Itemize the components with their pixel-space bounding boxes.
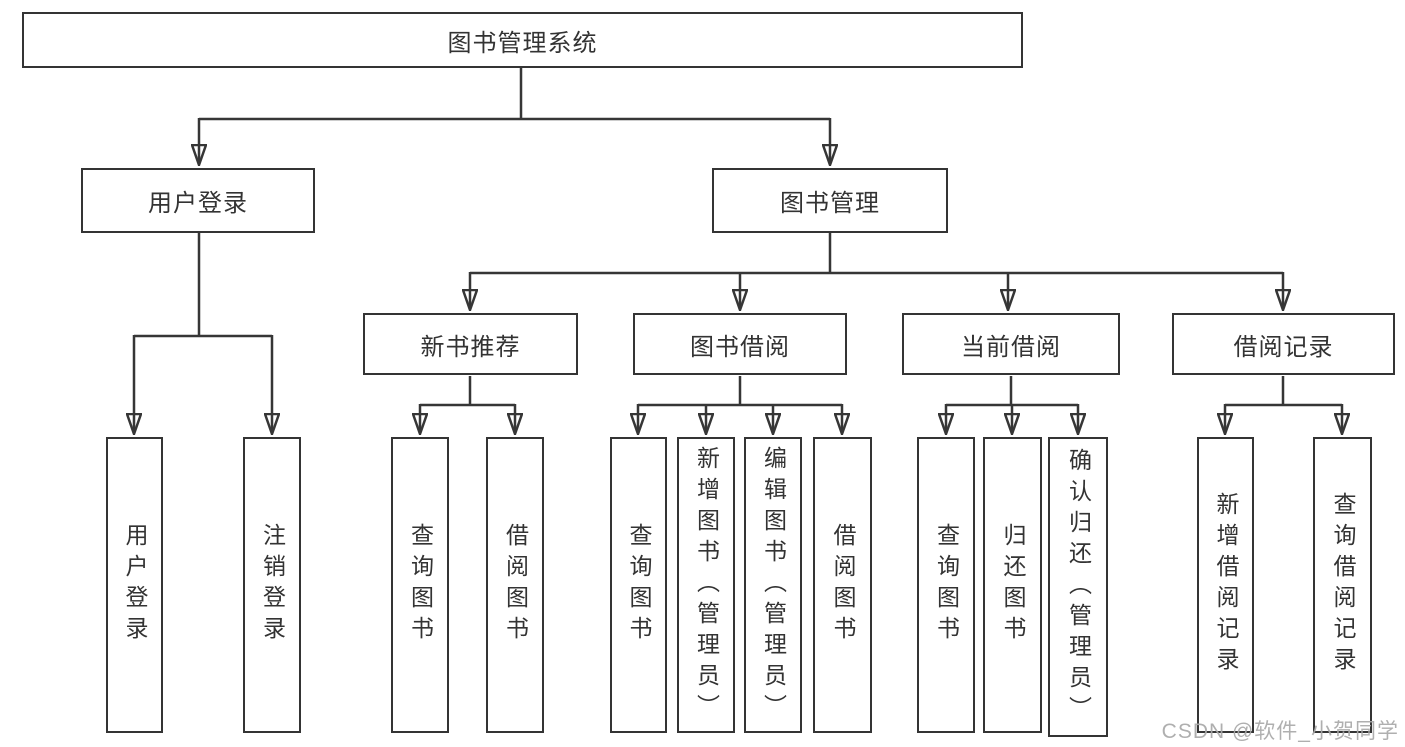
leaf-borrow-books-recommend-label: 借阅图书 bbox=[502, 523, 529, 647]
csdn-watermark: CSDN @软件_小贺同学 bbox=[1161, 720, 1399, 743]
node-current-borrow: 当前借阅 bbox=[902, 313, 1120, 375]
leaf-add-borrow-record-label: 新增借阅记录 bbox=[1213, 492, 1239, 678]
node-book-borrow: 图书借阅 bbox=[633, 313, 847, 375]
leaf-query-books-borrow: 查询图书 bbox=[610, 437, 667, 733]
connector-book-borrow bbox=[638, 376, 842, 407]
node-user-login-label: 用户登录 bbox=[148, 190, 248, 217]
node-root-label: 图书管理系统 bbox=[447, 29, 598, 57]
connector-root bbox=[199, 68, 830, 121]
node-book-management: 图书管理 bbox=[712, 168, 948, 233]
leaf-query-books-current: 查询图书 bbox=[917, 437, 975, 733]
leaf-edit-book-admin-label: 编辑图书（管理员） bbox=[760, 445, 787, 725]
node-current-borrow-label: 当前借阅 bbox=[961, 333, 1061, 361]
leaf-return-books: 归还图书 bbox=[983, 437, 1042, 733]
node-user-login: 用户登录 bbox=[81, 168, 315, 233]
leaf-logout: 注销登录 bbox=[243, 437, 301, 733]
node-borrow-records: 借阅记录 bbox=[1172, 313, 1395, 375]
node-new-book-recommend: 新书推荐 bbox=[363, 313, 578, 375]
leaf-query-books-recommend-label: 查询图书 bbox=[407, 523, 434, 647]
leaf-confirm-return-admin: 确认归还（管理员） bbox=[1048, 437, 1108, 737]
connector-borrow-records bbox=[1225, 376, 1342, 407]
connector-book-management bbox=[470, 233, 1283, 275]
leaf-query-borrow-record: 查询借阅记录 bbox=[1313, 437, 1372, 733]
connector-new-book bbox=[420, 376, 515, 407]
node-borrow-records-label: 借阅记录 bbox=[1233, 333, 1334, 361]
leaf-query-borrow-record-label: 查询借阅记录 bbox=[1330, 492, 1356, 678]
leaf-query-books-borrow-label: 查询图书 bbox=[626, 523, 652, 647]
leaf-return-books-label: 归还图书 bbox=[1000, 523, 1026, 647]
leaf-user-login: 用户登录 bbox=[106, 437, 163, 733]
node-book-management-label: 图书管理 bbox=[780, 190, 880, 217]
leaf-query-books-recommend: 查询图书 bbox=[391, 437, 449, 733]
leaf-borrow-books-recommend: 借阅图书 bbox=[486, 437, 544, 733]
leaf-confirm-return-admin-label: 确认归还（管理员） bbox=[1065, 447, 1092, 727]
node-root: 图书管理系统 bbox=[22, 12, 1023, 68]
leaf-query-books-current-label: 查询图书 bbox=[933, 523, 960, 647]
connector-current-borrow bbox=[946, 376, 1078, 407]
leaf-add-book-admin-label: 新增图书（管理员） bbox=[693, 445, 720, 725]
node-new-book-recommend-label: 新书推荐 bbox=[420, 333, 521, 361]
leaf-add-borrow-record: 新增借阅记录 bbox=[1197, 437, 1254, 733]
leaf-edit-book-admin: 编辑图书（管理员） bbox=[744, 437, 802, 733]
leaf-borrow-books-label: 借阅图书 bbox=[830, 523, 856, 647]
node-book-borrow-label: 图书借阅 bbox=[690, 333, 790, 361]
leaf-user-login-label: 用户登录 bbox=[122, 523, 148, 647]
leaf-borrow-books: 借阅图书 bbox=[813, 437, 872, 733]
leaf-add-book-admin: 新增图书（管理员） bbox=[677, 437, 735, 733]
connector-user-login bbox=[134, 233, 272, 338]
leaf-logout-label: 注销登录 bbox=[259, 523, 286, 647]
